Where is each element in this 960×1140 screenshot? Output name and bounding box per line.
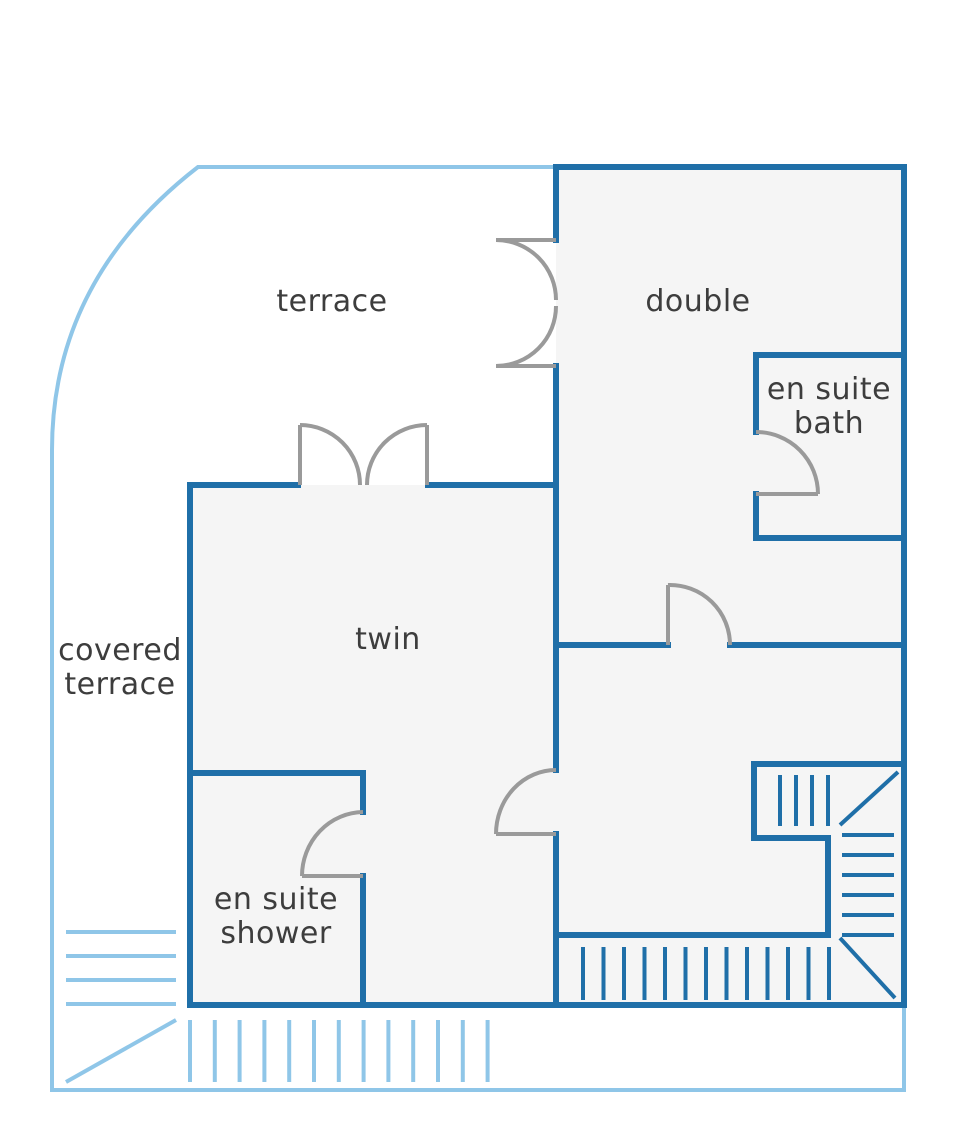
terrace-steps-bottom xyxy=(188,1020,490,1082)
room-label-covered-terrace: covered terrace xyxy=(58,633,182,702)
room-label-terrace: terrace xyxy=(276,284,388,319)
double-hall-door xyxy=(666,582,732,646)
room-label-en-suite-bath: en suite bath xyxy=(766,372,892,441)
terrace-outline xyxy=(50,165,906,1092)
doors xyxy=(298,238,820,878)
walls xyxy=(187,164,907,1008)
stair-top-treads xyxy=(778,775,830,826)
room-label-en-suite-shower: en suite shower xyxy=(213,882,339,951)
bath-door xyxy=(755,430,820,496)
room-label-double: double xyxy=(645,284,751,319)
double-terrace-door xyxy=(495,238,558,368)
twin-hall-door xyxy=(494,768,557,836)
twin-terrace-door xyxy=(298,423,429,486)
stair-winders xyxy=(838,770,900,1000)
terrace-steps-left xyxy=(65,930,177,1084)
room-label-twin: twin xyxy=(355,622,421,657)
shower-door xyxy=(300,810,364,878)
stair-bottom-treads xyxy=(581,947,831,1000)
stair-right-treads xyxy=(842,833,894,937)
twin-floor xyxy=(190,485,556,1005)
double-floor xyxy=(556,167,904,645)
